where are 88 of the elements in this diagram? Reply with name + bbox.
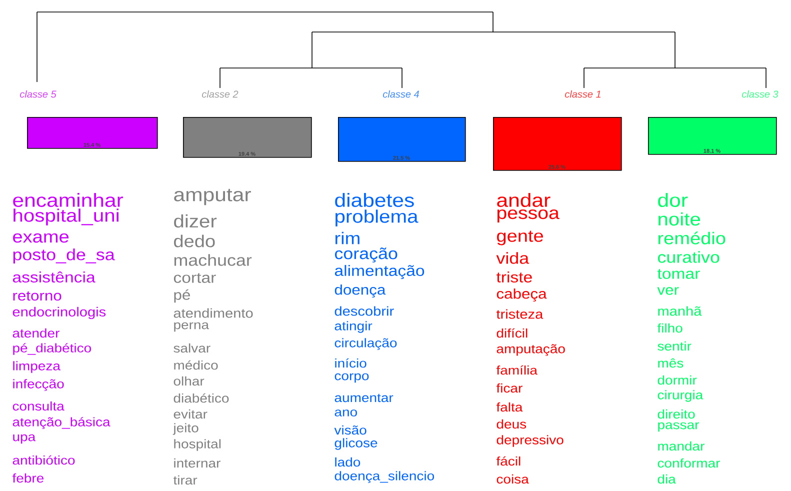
word-label: tirar: [173, 475, 198, 485]
word-label: difícil: [496, 328, 528, 338]
word-label: pé_diabético: [13, 343, 92, 355]
word-label: infecção: [13, 379, 64, 391]
word-label: atendimento: [174, 308, 253, 318]
word-label: corpo: [334, 373, 369, 383]
word-label: alimentação: [334, 264, 424, 280]
word-label: conformar: [658, 458, 720, 468]
word-label: amputar: [174, 188, 251, 206]
word-label: doença: [334, 284, 386, 298]
class-label: classe 1: [565, 90, 600, 98]
word-label: início: [335, 358, 366, 368]
word-label: cabeça: [496, 288, 547, 302]
word-label: consulta: [12, 401, 64, 411]
word-label: hospital_uni: [14, 208, 118, 226]
word-label: falta: [496, 402, 523, 412]
word-label: encaminhar: [13, 193, 124, 207]
word-label: visão: [334, 425, 366, 435]
word-label: dormir: [658, 375, 697, 385]
class-label: classe 2: [202, 90, 238, 98]
word-label: circulação: [334, 338, 397, 350]
word-label: exame: [13, 233, 69, 243]
word-label: passar: [658, 422, 700, 432]
word-label: atender: [12, 328, 60, 338]
word-label: médico: [174, 360, 218, 370]
word-label: pé: [174, 289, 190, 303]
class-label: classe 4: [383, 90, 419, 98]
word-label: diabético: [174, 393, 229, 403]
word-label: assistência: [12, 271, 96, 283]
class-label: classe 3: [742, 90, 778, 98]
word-label: mandar: [658, 441, 704, 451]
word-label: manhã: [658, 306, 702, 316]
word-label: hospital: [174, 439, 221, 451]
word-label: dizer: [174, 214, 217, 228]
word-label: salvar: [174, 343, 210, 353]
word-label: depressivo: [496, 435, 564, 447]
word-label: coisa: [496, 474, 529, 484]
word-label: amputação: [496, 344, 565, 356]
word-label: febre: [12, 473, 44, 483]
word-label: olhar: [174, 376, 204, 386]
word-label: posto_de_sa: [13, 248, 115, 264]
word-label: antibiótico: [12, 455, 75, 465]
word-label: dor: [658, 193, 688, 207]
word-label: direito: [658, 409, 695, 419]
word-label: evitar: [174, 409, 208, 419]
word-label: rim: [336, 232, 360, 244]
word-label: ficar: [496, 383, 522, 393]
word-label: sentir: [658, 341, 692, 351]
word-label: vida: [496, 252, 530, 264]
word-label: glicose: [334, 438, 378, 450]
word-label: perna: [174, 322, 210, 332]
word-label: upa: [13, 434, 36, 444]
word-label: coração: [335, 248, 398, 262]
word-label: lado: [335, 457, 360, 467]
word-label: machucar: [174, 254, 252, 266]
word-label: limpeza: [13, 361, 60, 373]
word-label: diabetes: [335, 193, 414, 207]
word-label: fácil: [496, 456, 520, 466]
word-label: atingir: [334, 321, 372, 333]
word-label: mês: [658, 358, 684, 368]
word-label: atenção_básica: [12, 417, 110, 429]
word-label: filho: [657, 323, 682, 333]
word-label: dedo: [174, 234, 215, 248]
word-label: dia: [658, 474, 676, 484]
word-label: curativo: [658, 251, 720, 263]
word-label: cortar: [174, 273, 216, 283]
word-label: ver: [657, 287, 679, 295]
word-label: tomar: [657, 269, 700, 279]
word-label: descobrir: [334, 306, 394, 316]
word-label: jeito: [172, 423, 198, 435]
word-label: endocrinologis: [12, 306, 106, 320]
word-label: ano: [334, 410, 357, 416]
word-label: tristeza: [496, 309, 544, 319]
word-label: gente: [497, 230, 544, 246]
word-label: família: [496, 365, 538, 375]
word-label: retorno: [13, 291, 62, 301]
word-label: problema: [336, 210, 418, 226]
word-label: remédio: [658, 232, 726, 244]
word-label: deus: [496, 419, 526, 429]
word-label: aumentar: [334, 394, 394, 402]
class-label: classe 5: [20, 90, 56, 98]
word-label: andar: [497, 193, 550, 207]
word-label: cirurgia: [658, 390, 704, 402]
word-label: doença_silencio: [334, 471, 434, 483]
word-label: triste: [496, 272, 532, 282]
word-label: noite: [658, 212, 700, 226]
word-label: internar: [174, 458, 220, 468]
word-label: pessoa: [498, 209, 560, 223]
